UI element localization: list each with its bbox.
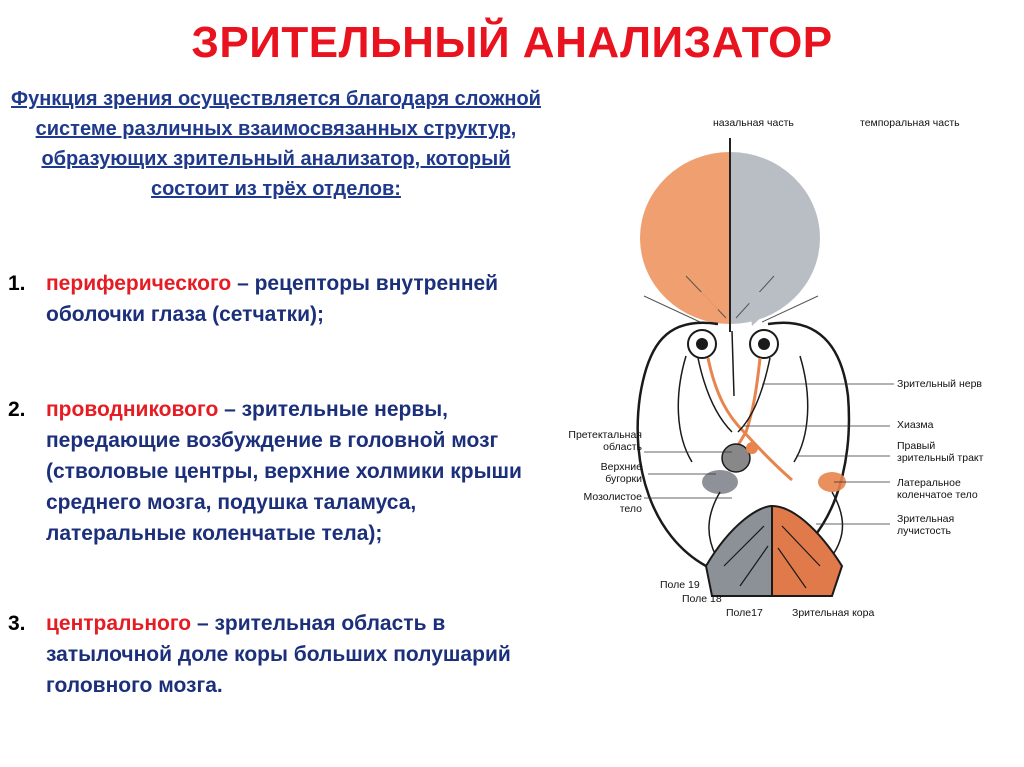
- label-colliculi-1: Верхние: [600, 461, 642, 473]
- list-item-conductive: 2. проводникового – зрительные нервы, пе…: [8, 394, 548, 549]
- list-item-central: 3. центрального – зрительная область в з…: [8, 608, 548, 701]
- right-pupil: [758, 338, 770, 350]
- label-pointers-right: [744, 383, 894, 525]
- term-conductive: проводникового: [46, 398, 219, 421]
- list-item-number: 1.: [8, 272, 26, 295]
- left-eye-field: [686, 292, 720, 326]
- left-lgn: [702, 470, 738, 494]
- visual-pathway-illustration: [636, 138, 894, 597]
- right-eye-field: [748, 292, 788, 326]
- label-chiasm: Хиазма: [897, 419, 934, 431]
- label-callosum-1: Мозолистое: [583, 491, 642, 503]
- cortex-right: [771, 504, 844, 597]
- list-item-peripheral: 1. периферического – рецепторы внутренне…: [8, 268, 548, 330]
- left-pupil: [696, 338, 708, 350]
- label-colliculi-2: бугорки: [605, 473, 642, 485]
- label-cortex: Зрительная кора: [792, 607, 875, 619]
- label-radiation-2: лучистость: [897, 525, 952, 537]
- right-lgn: [818, 472, 846, 492]
- cortex-pathway-lines: [723, 506, 821, 596]
- list-item-number: 2.: [8, 398, 26, 421]
- page-title: ЗРИТЕЛЬНЫЙ АНАЛИЗАТОР: [191, 18, 833, 67]
- label-field18: Поле 18: [682, 593, 722, 605]
- temporal-field: [730, 152, 820, 324]
- optic-radiation: [708, 491, 844, 557]
- term-central: центрального: [46, 612, 192, 635]
- right-optic-nerve: [737, 357, 771, 433]
- brain-inner-lines: [677, 330, 809, 463]
- nasal-field: [640, 152, 730, 324]
- item-description: – зрительная область в затылочной доле к…: [46, 612, 511, 697]
- label-pretectal-2: область: [603, 441, 642, 453]
- label-pretectal-1: Претектальная: [568, 429, 642, 441]
- pretectal-nucleus: [746, 442, 758, 454]
- label-callosum-2: тело: [619, 503, 642, 515]
- intro-text: Функция зрения осуществляется благодаря …: [11, 88, 541, 200]
- label-field19: Поле 19: [660, 579, 700, 591]
- label-right-tract-2: зрительный тракт: [897, 452, 984, 464]
- visual-pathway-diagram: назальная часть темпоральная часть Зрите…: [556, 96, 996, 636]
- midbrain: [721, 443, 751, 473]
- label-pointers-left: [644, 451, 732, 499]
- label-temporal: темпоральная часть: [860, 117, 960, 129]
- term-peripheral: периферического: [46, 272, 232, 295]
- label-right-tract-1: Правый: [897, 440, 936, 452]
- label-lgn-2: коленчатое тело: [897, 489, 978, 501]
- item-description: – зрительные нервы, передающие возбужден…: [46, 398, 522, 545]
- label-nasal: назальная часть: [713, 117, 794, 129]
- label-optic-nerve: Зрительный нерв: [897, 378, 983, 390]
- projection-lines: [643, 275, 819, 323]
- label-field17: Поле17: [726, 607, 763, 619]
- left-optic-nerve: [697, 357, 733, 433]
- label-lgn-1: Латеральное: [897, 477, 961, 489]
- item-description: – рецепторы внутренней оболочки глаза (с…: [46, 272, 499, 326]
- crossed-pathway: [706, 357, 793, 482]
- list-item-number: 3.: [8, 612, 26, 635]
- label-radiation-1: Зрительная: [897, 513, 955, 525]
